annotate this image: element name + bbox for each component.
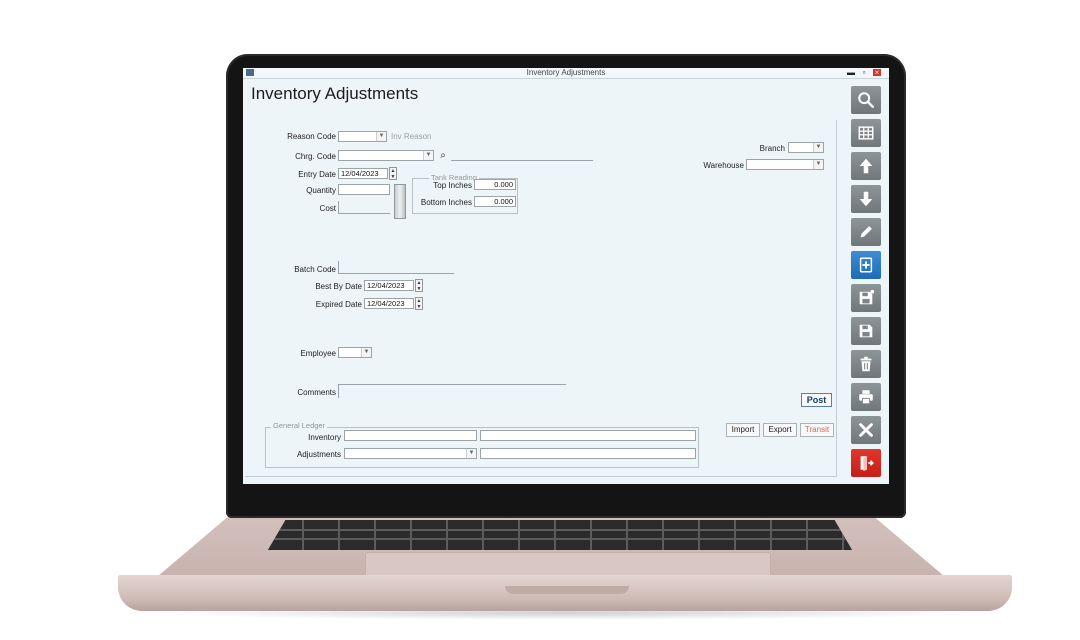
save-as-button[interactable]: [851, 284, 881, 312]
window-close-icon[interactable]: ×: [873, 68, 881, 77]
binoculars-icon[interactable]: ⌕: [440, 150, 446, 161]
grid-icon: [858, 126, 874, 140]
form-frame: [245, 120, 837, 477]
chevron-down-icon: ▼: [813, 143, 823, 152]
employee-select[interactable]: ▼: [338, 347, 372, 358]
save-button[interactable]: [851, 317, 881, 345]
gl-inventory-label: Inventory: [308, 433, 341, 442]
page-title: Inventory Adjustments: [251, 84, 419, 103]
entry-date-input[interactable]: 12/04/2023: [338, 168, 388, 179]
batch-code-input[interactable]: [338, 273, 454, 274]
arrow-up-icon: [859, 158, 873, 174]
tank-reading-title: Tank Reading: [429, 173, 479, 182]
laptop-keyboard: [268, 520, 852, 550]
gl-adjustments-description-input[interactable]: [480, 448, 696, 459]
print-icon: [859, 390, 873, 405]
gl-adjustments-account-select[interactable]: ▼: [344, 448, 477, 459]
chevron-down-icon: ▼: [813, 160, 823, 169]
reason-placeholder-text: Inv Reason: [391, 132, 432, 141]
cancel-button[interactable]: [851, 416, 881, 444]
move-up-button[interactable]: [851, 152, 881, 180]
entry-date-label: Entry Date: [298, 170, 336, 179]
window-titlebar: Inventory Adjustments ▬ ▫ ×: [243, 68, 889, 79]
bottom-inches-input[interactable]: 0.000: [474, 196, 516, 207]
search-button[interactable]: [851, 86, 881, 114]
new-record-button[interactable]: [851, 251, 881, 279]
best-by-date-label: Best By Date: [315, 282, 362, 291]
warehouse-label: Warehouse: [703, 161, 744, 170]
search-icon: [858, 92, 874, 108]
top-inches-label: Top Inches: [433, 181, 472, 190]
batch-code-edge: [338, 261, 339, 274]
save-as-icon: [859, 289, 875, 305]
reason-code-select[interactable]: ▼: [338, 131, 387, 142]
bottom-inches-label: Bottom Inches: [420, 198, 472, 207]
close-icon: [859, 423, 873, 437]
print-button[interactable]: [851, 383, 881, 411]
pencil-icon: [860, 226, 872, 238]
employee-label: Employee: [300, 349, 336, 358]
transit-button[interactable]: Transit: [800, 423, 834, 437]
batch-code-label: Batch Code: [294, 265, 336, 274]
new-document-icon: [859, 257, 873, 273]
exit-icon: [860, 456, 874, 472]
delete-button[interactable]: [851, 350, 881, 378]
top-inches-input[interactable]: 0.000: [474, 179, 516, 190]
general-ledger-title: General Ledger: [271, 421, 328, 430]
charge-code-description-field[interactable]: [451, 160, 593, 161]
grid-button[interactable]: [851, 119, 881, 147]
quantity-label: Quantity: [306, 186, 336, 195]
chevron-down-icon: ▼: [361, 348, 371, 357]
expired-date-label: Expired Date: [315, 300, 362, 309]
quantity-cost-scrollbar[interactable]: [394, 184, 406, 219]
comments-label: Comments: [297, 388, 336, 397]
quantity-input[interactable]: [338, 184, 390, 195]
save-icon: [859, 324, 873, 338]
comments-edge: [338, 384, 339, 398]
exit-button[interactable]: [851, 449, 881, 477]
chevron-down-icon: ▼: [423, 151, 433, 160]
laptop-notch: [505, 586, 629, 594]
general-ledger-group: [265, 427, 699, 468]
gl-inventory-account-input[interactable]: [344, 430, 477, 441]
branch-select[interactable]: ▼: [788, 142, 824, 153]
best-by-date-spinner[interactable]: ▲▼: [415, 279, 423, 292]
chevron-down-icon: ▼: [376, 132, 386, 141]
edit-button[interactable]: [851, 218, 881, 246]
post-button[interactable]: Post: [801, 393, 832, 407]
laptop-screen: Inventory Adjustments ▬ ▫ × Inventory Ad…: [243, 68, 889, 484]
arrow-down-icon: [859, 191, 873, 207]
trash-icon: [860, 356, 872, 372]
maximize-icon[interactable]: ▫: [862, 68, 866, 77]
expired-date-spinner[interactable]: ▲▼: [415, 297, 423, 310]
branch-label: Branch: [759, 144, 785, 153]
cost-input[interactable]: [338, 213, 390, 214]
expired-date-input[interactable]: 12/04/2023: [364, 298, 414, 309]
window-title: Inventory Adjustments: [526, 68, 606, 77]
warehouse-select[interactable]: ▼: [746, 159, 824, 170]
comments-input[interactable]: [338, 384, 566, 385]
minimize-icon[interactable]: ▬: [847, 68, 855, 77]
export-button[interactable]: Export: [763, 423, 797, 437]
charge-code-label: Chrg. Code: [295, 152, 336, 161]
gl-inventory-description-input[interactable]: [480, 430, 696, 441]
charge-code-select[interactable]: ▼: [338, 150, 434, 161]
chevron-down-icon: ▼: [466, 449, 476, 458]
reason-code-label: Reason Code: [287, 132, 336, 141]
cost-input-edge: [338, 201, 339, 214]
gl-adjustments-label: Adjustments: [296, 450, 341, 459]
import-button[interactable]: Import: [726, 423, 760, 437]
cost-label: Cost: [319, 204, 336, 213]
app-icon: [246, 69, 254, 76]
entry-date-spinner[interactable]: ▲▼: [389, 167, 397, 180]
best-by-date-input[interactable]: 12/04/2023: [364, 280, 414, 291]
move-down-button[interactable]: [851, 185, 881, 213]
